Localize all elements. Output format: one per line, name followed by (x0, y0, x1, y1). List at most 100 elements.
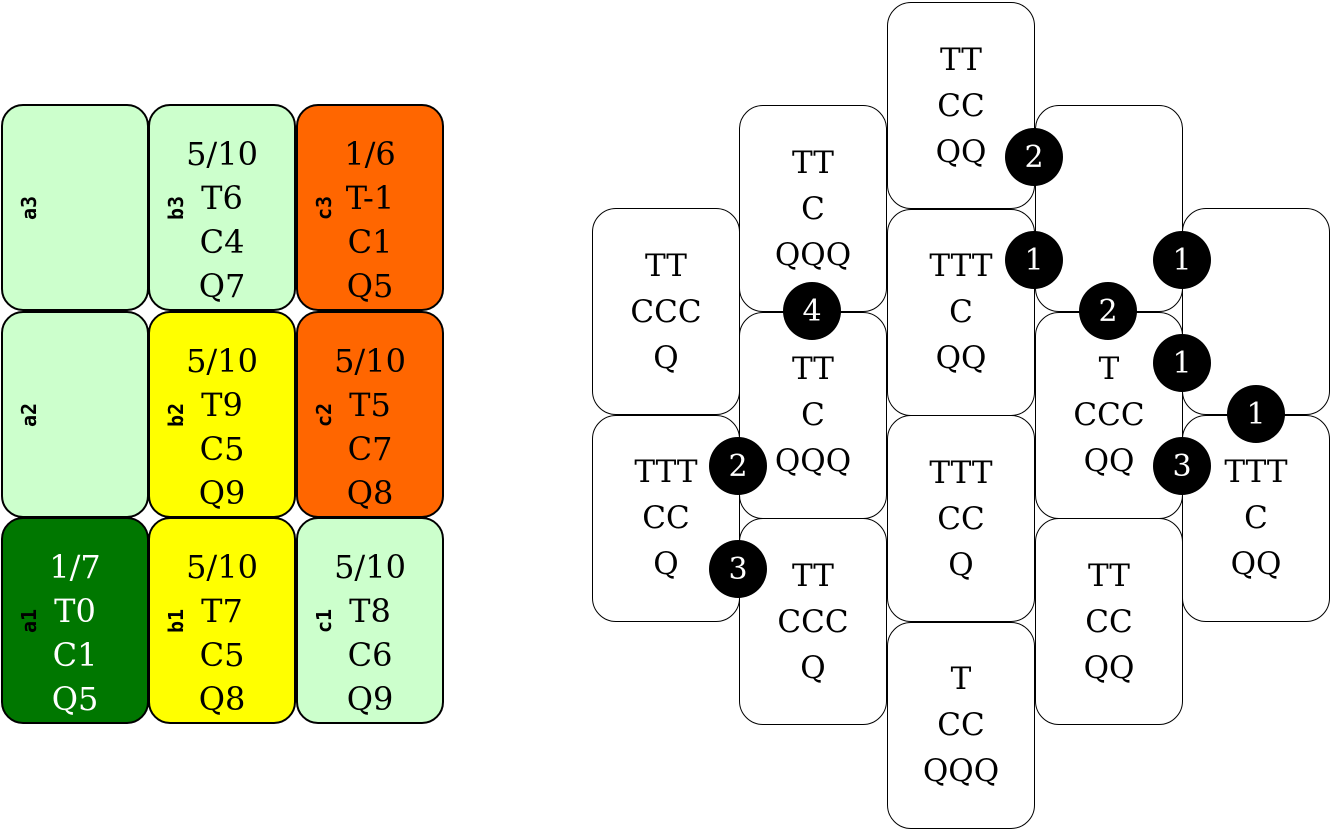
number-badge[interactable]: 2 (709, 437, 767, 495)
tile-line: Q (800, 649, 826, 686)
tile-contents: TT CC QQ (888, 37, 1034, 175)
cell-ratio: 5/10 (334, 342, 406, 380)
tile-line: TT (1088, 557, 1130, 594)
tile-line: TTT (929, 454, 993, 491)
cell-stat-line: Q8 (198, 680, 246, 718)
tile-line: Q (653, 546, 679, 582)
cell-stat-line: Q9 (198, 474, 246, 512)
tile-line: T (1098, 351, 1120, 387)
tile-line: TT (940, 41, 982, 78)
number-badge[interactable]: 3 (709, 540, 767, 598)
number-badge[interactable]: 1 (1153, 231, 1211, 289)
cell-label: a3 (17, 195, 41, 220)
tile-line: CC (642, 500, 690, 536)
tile-line: Q (653, 339, 679, 376)
tile-line: QQ (1083, 443, 1135, 479)
grid-cell-a2[interactable]: a2 (1, 311, 149, 518)
number-badge[interactable]: 1 (1153, 334, 1211, 392)
tile-line: QQ (1083, 649, 1135, 686)
tile-line: QQQ (774, 236, 852, 273)
cell-stat-line: C5 (199, 636, 245, 674)
cell-stat-line: T5 (349, 386, 391, 424)
cell-stat-line: C4 (199, 223, 245, 261)
tile-line: TT (792, 557, 834, 594)
board-tile-empty[interactable] (1182, 208, 1330, 415)
tile-line: CCC (630, 293, 702, 330)
cell-stat-line: Q5 (346, 267, 394, 305)
cell-stat-line: T9 (201, 386, 243, 424)
cell-stat-line: Q7 (198, 267, 246, 305)
cell-ratio: 5/10 (334, 548, 406, 586)
cell-stat-line: C6 (347, 636, 393, 674)
number-badge[interactable]: 2 (1079, 282, 1137, 340)
tile-line: TT (645, 247, 687, 284)
tile-line: QQ (935, 340, 987, 376)
cell-ratio: 5/10 (186, 135, 258, 173)
tile-line: QQQ (774, 443, 852, 479)
number-badge[interactable]: 2 (1005, 128, 1063, 186)
cell-stat-line: C1 (52, 636, 98, 674)
number-badge[interactable]: 4 (783, 282, 841, 340)
tile-line: C (801, 190, 825, 227)
cell-ratio: 1/6 (344, 135, 396, 173)
cell-ratio: 5/10 (186, 548, 258, 586)
number-badge[interactable]: 1 (1005, 231, 1063, 289)
tile-line: TT (792, 351, 834, 387)
grid-cell-a3[interactable]: a3 (1, 104, 149, 311)
tile-line: T (950, 661, 972, 697)
tile-line: C (1244, 500, 1268, 536)
tile-contents: TTT CC Q (593, 449, 739, 587)
cell-stat-line: T0 (54, 592, 96, 630)
cell-stat-line: T7 (201, 592, 243, 630)
tile-line: QQ (935, 133, 987, 170)
tile-line: TTT (634, 454, 698, 490)
number-badge[interactable]: 1 (1227, 385, 1285, 443)
board-tile[interactable]: TT CC QQ (887, 2, 1035, 209)
cell-stat-line: C5 (199, 430, 245, 468)
cell-stat-line: T8 (349, 592, 391, 630)
tile-line: CCC (1073, 397, 1145, 433)
tile-line: CC (937, 87, 985, 124)
tile-line: QQ (1230, 546, 1282, 582)
board-tile-empty[interactable] (1035, 105, 1183, 312)
board-tile[interactable]: TT CCC Q (592, 208, 740, 415)
cell-label: a2 (17, 402, 41, 427)
tile-contents: TT CCC Q (593, 243, 739, 381)
tile-contents: T CCC QQ (1036, 346, 1182, 484)
tile-line: CC (937, 707, 985, 743)
cell-stat-line: Q8 (346, 474, 394, 512)
tile-line: CC (937, 500, 985, 537)
cell-stat-line: C1 (347, 223, 393, 261)
number-badge[interactable]: 3 (1153, 437, 1211, 495)
cell-stat-line: Q9 (346, 680, 394, 718)
cell-ratio: 5/10 (186, 342, 258, 380)
